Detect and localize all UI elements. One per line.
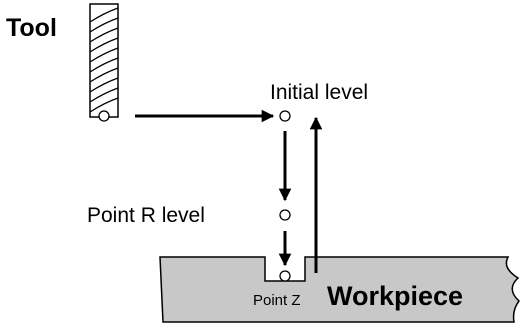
initial-level-point (279, 110, 291, 122)
tool-label: Tool (6, 14, 57, 42)
point-z-label: Point Z (253, 292, 301, 309)
point-r-level-point (279, 209, 291, 221)
point-z-point (279, 270, 291, 282)
initial-level-label: Initial level (270, 81, 368, 104)
tool-tip-point (98, 110, 110, 122)
tool-drill-bit (89, 3, 119, 122)
workpiece-label: Workpiece (327, 281, 463, 311)
workpiece-block (159, 256, 521, 323)
point-r-level-label: Point R level (87, 204, 205, 227)
